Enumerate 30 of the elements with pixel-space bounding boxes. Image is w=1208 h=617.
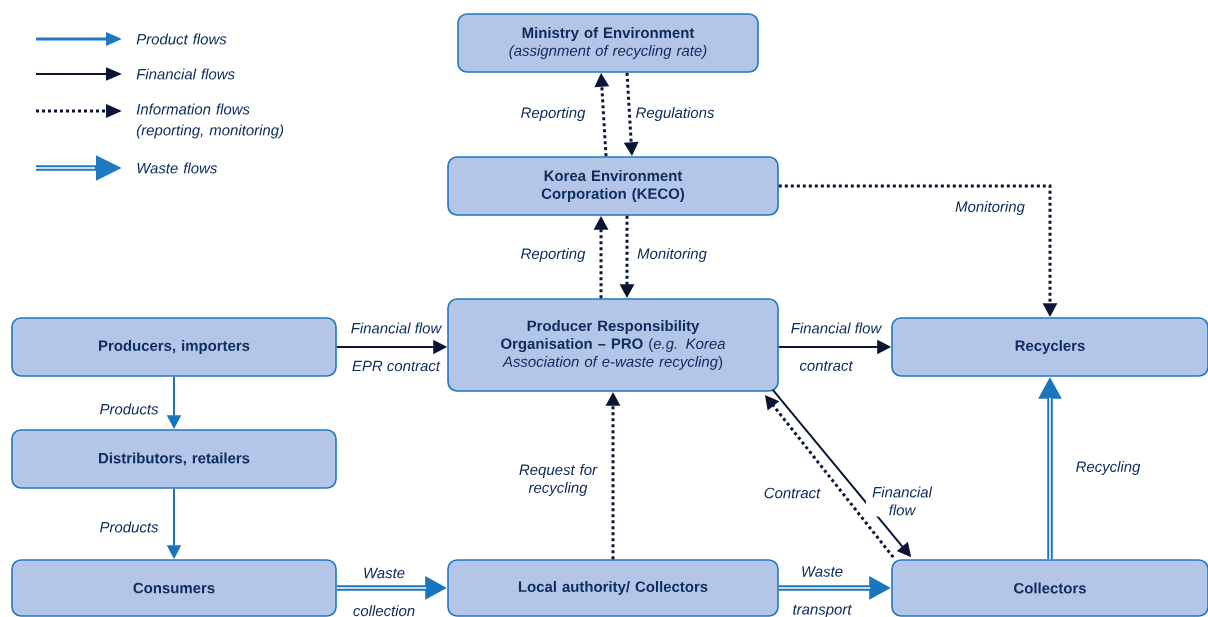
edge-label: Reporting [519, 106, 587, 122]
legend-label: Financial flows [136, 68, 235, 80]
edge-label: Financial flow [866, 485, 938, 517]
legend-label: Waste flows [137, 162, 217, 174]
edge-label: Financial flow [349, 321, 443, 335]
edge-label: Recycling [1074, 460, 1142, 476]
edge-label: Waste transport [793, 566, 852, 617]
edge-label: Request for recycling [507, 463, 609, 497]
edge-label: Financial flow [789, 321, 883, 335]
process-box: Korea Environment Corporation (KECO) [447, 156, 779, 216]
edge-label: Products [98, 520, 160, 534]
edge-label: Monitoring [954, 200, 1026, 216]
process-box: Recyclers [891, 317, 1208, 377]
process-box: Ministry of Environment (assignment of recycling rate) [457, 13, 759, 73]
edge-label: Waste collection [353, 567, 415, 617]
process-box: Producers, importers [11, 317, 337, 377]
process-box: Consumers [11, 559, 337, 617]
contract-label: EPR contract [351, 359, 442, 373]
edge-label: Reporting [519, 247, 587, 263]
process-box: Local authority/ Collectors [447, 559, 779, 617]
edge-label: Regulations [634, 106, 716, 122]
edge-label: Contract [762, 486, 822, 500]
process-box: Collectors [891, 559, 1208, 617]
edge-label: Monitoring [636, 247, 708, 263]
legend-label: Information flows (reporting, monitoring) [136, 103, 284, 139]
legend-label: Product flows [136, 33, 227, 45]
process-box: Producer Responsibility Organisation – PRO (e.g. Korea Association of e-waste recycling) [447, 298, 779, 392]
process-box: Distributors, retailers [11, 429, 337, 489]
contract-label: contract [798, 360, 854, 372]
edge-label: Products [98, 402, 160, 416]
